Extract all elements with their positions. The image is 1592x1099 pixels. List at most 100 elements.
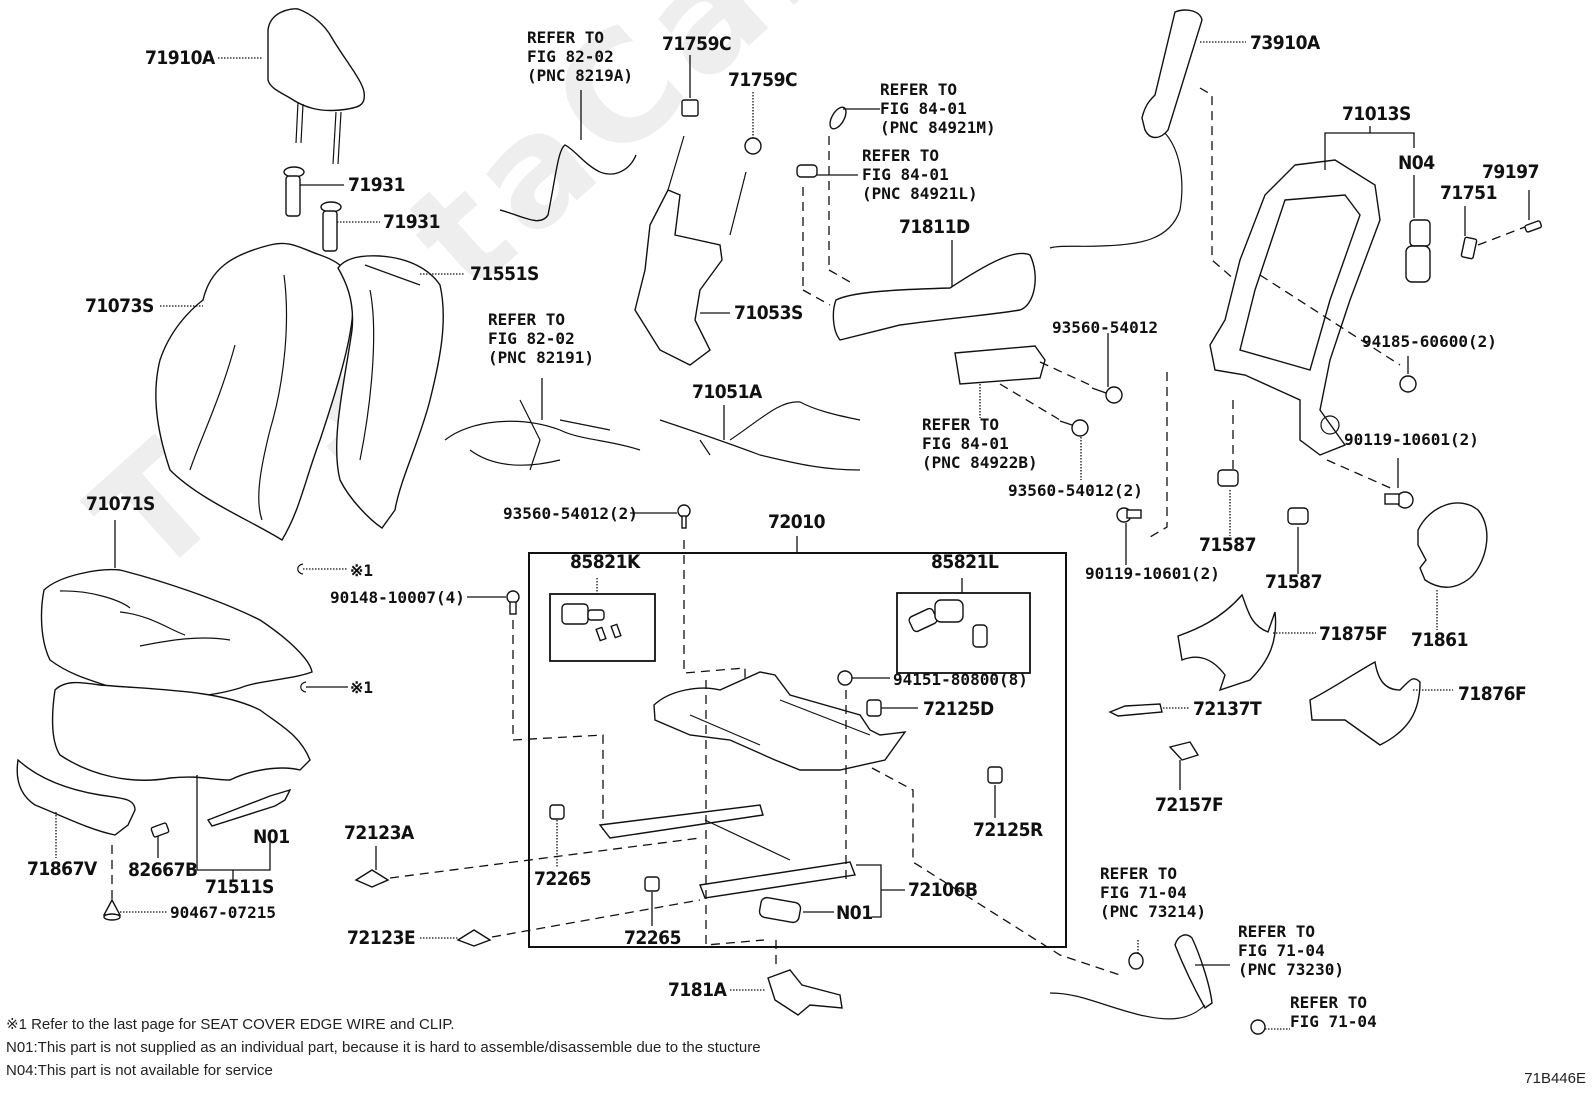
label-n04[interactable]: N04: [1398, 152, 1435, 174]
label-71931-1[interactable]: 71931: [348, 174, 405, 196]
label-93560-54012[interactable]: 93560-54012: [1052, 318, 1158, 337]
wire-8219a[interactable]: [499, 144, 637, 222]
spring-71053s[interactable]: [634, 135, 747, 366]
motor-n04[interactable]: [1405, 219, 1431, 283]
label-71587-a[interactable]: 71587: [1199, 534, 1256, 556]
label-72137t[interactable]: 72137T: [1193, 698, 1262, 720]
label-71931-2[interactable]: 71931: [383, 211, 440, 233]
label-72125d[interactable]: 72125D: [923, 698, 994, 720]
headrest-support-1[interactable]: [283, 166, 305, 217]
cover-72125d[interactable]: [866, 699, 882, 717]
part-82667b[interactable]: [150, 822, 170, 838]
label-72010[interactable]: 72010: [768, 511, 825, 533]
label-79197[interactable]: 79197: [1482, 161, 1539, 183]
label-85821l[interactable]: 85821L: [931, 551, 999, 573]
cover-72123a[interactable]: [354, 869, 390, 888]
part-72137t[interactable]: [1108, 703, 1163, 717]
label-71861[interactable]: 71861: [1411, 629, 1468, 651]
bolt-90148-10007[interactable]: [506, 590, 520, 615]
seatbelt-buckle-73230[interactable]: [1049, 934, 1213, 1020]
clip-edge-2[interactable]: [300, 681, 307, 693]
label-72157f[interactable]: 72157F: [1155, 794, 1224, 816]
label-71587-b[interactable]: 71587: [1265, 571, 1322, 593]
label-71051a[interactable]: 71051A: [692, 381, 762, 403]
nut-94185[interactable]: [1399, 375, 1417, 393]
label-72265-b[interactable]: 72265: [624, 927, 681, 949]
bolt-90119-a[interactable]: [1116, 507, 1142, 523]
label-72265-a[interactable]: 72265: [534, 868, 591, 890]
label-72123a[interactable]: 72123A: [344, 822, 414, 844]
cover-72125r[interactable]: [987, 766, 1003, 784]
seatbelt-bolt[interactable]: [1250, 1019, 1266, 1035]
bolt-90119-b[interactable]: [1384, 491, 1414, 509]
label-71013s[interactable]: 71013S: [1342, 103, 1411, 125]
slide-motor-n01[interactable]: [758, 896, 802, 924]
screw-93560-54012-2a[interactable]: [1059, 419, 1089, 437]
nut-94151-80800[interactable]: [837, 670, 853, 686]
label-71073s[interactable]: 71073S: [85, 295, 154, 317]
seatback-pad[interactable]: [335, 255, 444, 529]
seat-rail-inner[interactable]: [598, 804, 791, 861]
cover-71861[interactable]: [1417, 502, 1488, 588]
label-90467-07215[interactable]: 90467-07215: [170, 903, 276, 922]
label-7181a[interactable]: 7181A: [668, 979, 727, 1001]
label-85821k[interactable]: 85821K: [570, 551, 640, 573]
label-71511s[interactable]: 71511S: [205, 876, 274, 898]
label-71751[interactable]: 71751: [1440, 182, 1497, 204]
switch-knob-84921l[interactable]: [796, 164, 818, 178]
label-90119-10601-b[interactable]: 90119-10601(2): [1344, 430, 1479, 449]
part-72265-b[interactable]: [644, 876, 660, 892]
part-79197[interactable]: [1524, 220, 1543, 233]
label-71759c-2[interactable]: 71759C: [728, 69, 798, 91]
label-72106b[interactable]: 72106B: [908, 879, 978, 901]
switch-knob-84921m[interactable]: [827, 105, 849, 132]
clip-71759c-1[interactable]: [681, 99, 699, 117]
label-71910a[interactable]: 71910A: [145, 47, 215, 69]
label-72125r[interactable]: 72125R: [973, 819, 1043, 841]
seat-rail-outer[interactable]: [699, 861, 856, 899]
airbag-73910a[interactable]: [1049, 9, 1203, 249]
clip-90467-07215[interactable]: [102, 898, 122, 921]
label-n01-a[interactable]: N01: [253, 826, 290, 848]
harness-71051a[interactable]: [659, 401, 861, 471]
motor-85821l-box[interactable]: [896, 592, 1031, 674]
seatbelt-cover-73214[interactable]: [1128, 952, 1144, 970]
heater-n01[interactable]: [206, 788, 292, 827]
motor-85821k-box[interactable]: [549, 593, 656, 662]
screw-93560-54012-2b[interactable]: [677, 504, 691, 529]
seat-cushion-pad-71511s[interactable]: [51, 681, 311, 781]
shield-71876f[interactable]: [1309, 660, 1421, 746]
label-71811d[interactable]: 71811D: [899, 216, 970, 238]
clip-edge-1[interactable]: [297, 563, 304, 575]
label-71867v[interactable]: 71867V: [27, 858, 97, 880]
part-7181a[interactable]: [767, 969, 843, 1016]
seatback-frame-71013s[interactable]: [1209, 159, 1381, 456]
label-90148-10007[interactable]: 90148-10007(4): [330, 588, 465, 607]
part-72265-a[interactable]: [549, 804, 565, 820]
label-edge-mark-1[interactable]: ※1: [350, 561, 374, 580]
label-93560-54012-2b[interactable]: 93560-54012(2): [503, 504, 638, 523]
label-72123e[interactable]: 72123E: [347, 927, 416, 949]
headrest-support-2[interactable]: [320, 201, 342, 252]
clip-71759c-2[interactable]: [744, 137, 762, 155]
switch-84922b[interactable]: [954, 345, 1046, 385]
screw-93560-54012[interactable]: [1091, 386, 1123, 404]
part-72157f[interactable]: [1168, 741, 1200, 761]
label-edge-mark-2[interactable]: ※1: [350, 678, 374, 697]
label-71876f[interactable]: 71876F: [1458, 683, 1527, 705]
headrest-part[interactable]: [267, 8, 366, 165]
seat-cushion-cover-71071s[interactable]: [40, 568, 313, 698]
harness-82191[interactable]: [444, 399, 641, 471]
seatback-cover[interactable]: [155, 242, 354, 541]
label-94185-60600[interactable]: 94185-60600(2): [1362, 332, 1497, 351]
label-71875f[interactable]: 71875F: [1319, 623, 1388, 645]
seat-frame[interactable]: [653, 671, 907, 771]
shield-71875f[interactable]: [1177, 593, 1277, 692]
label-71071s[interactable]: 71071S: [86, 493, 155, 515]
label-71053s[interactable]: 71053S: [734, 302, 803, 324]
label-n01-b[interactable]: N01: [836, 902, 873, 924]
label-93560-54012-2a[interactable]: 93560-54012(2): [1008, 481, 1143, 500]
